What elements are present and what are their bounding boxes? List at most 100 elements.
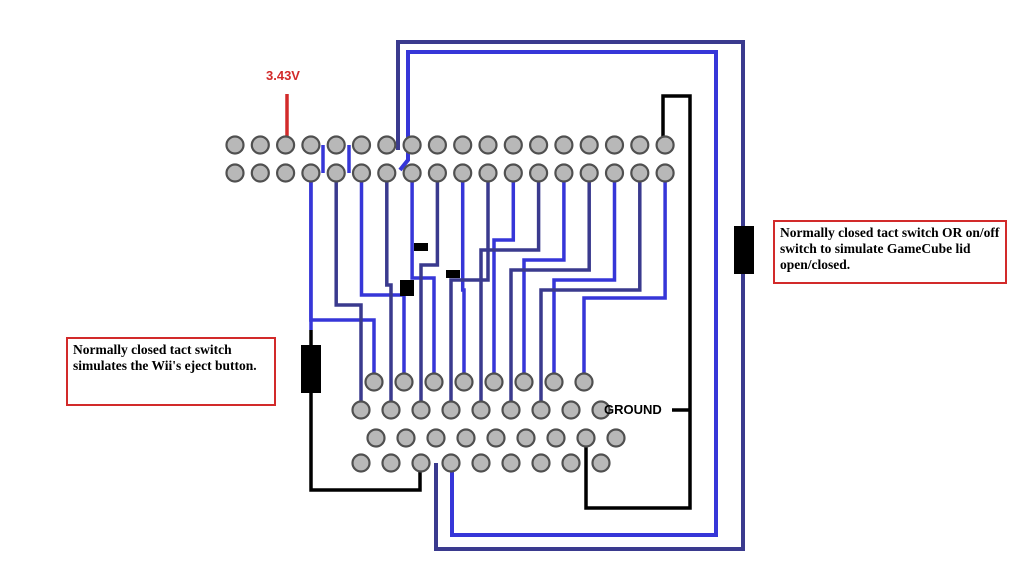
component-1: [414, 243, 428, 251]
fan-wire: [582, 173, 667, 382]
fan-wire: [552, 173, 617, 382]
outer-loop-wire: [396, 40, 745, 551]
eject-switch-callout: Normally closed tact switch simulates th…: [66, 337, 276, 406]
connector-pin: [546, 428, 566, 448]
connector-pin: [441, 453, 461, 473]
connector-pin: [576, 428, 596, 448]
header-pin: [478, 135, 498, 155]
connector-pin: [544, 372, 564, 392]
header-pin: [250, 163, 270, 183]
fan-wire: [309, 173, 376, 382]
component-3: [400, 280, 414, 296]
connector-pin: [394, 372, 414, 392]
connector-pin: [531, 453, 551, 473]
header-pin: [528, 135, 549, 155]
connector-pin: [514, 372, 534, 392]
header-pin: [528, 163, 549, 183]
fan-wire: [479, 173, 541, 410]
ground-wire: [584, 94, 692, 510]
connector-pin: [501, 453, 521, 473]
connector-pin: [501, 400, 521, 420]
connector-pin: [516, 428, 536, 448]
fan-wire: [449, 173, 490, 410]
header-pin: [554, 135, 574, 155]
connector-pin: [411, 400, 431, 420]
header-pin: [276, 163, 296, 183]
connector-pin: [351, 453, 371, 473]
fan-wire: [334, 173, 363, 410]
header-pin: [579, 163, 599, 183]
header-pin: [225, 135, 245, 155]
header-pin: [402, 135, 422, 155]
fan-wire: [539, 173, 642, 410]
fan-wire: [359, 173, 406, 382]
header-pin: [453, 163, 473, 183]
header-pin: [225, 163, 245, 183]
connector-pin: [561, 453, 581, 473]
pins: [225, 135, 675, 473]
eject-switch-wire: [309, 330, 422, 492]
header-pin: [630, 163, 650, 183]
lid-switch: [734, 226, 754, 274]
header-pin: [377, 135, 397, 155]
header-pin: [301, 163, 321, 183]
wires: [285, 40, 745, 551]
switches: [301, 226, 754, 393]
header-pin: [402, 163, 422, 183]
header-pin: [427, 163, 447, 183]
header-pin: [326, 163, 346, 183]
connector-pin: [484, 372, 504, 392]
header-pin: [630, 135, 650, 155]
connector-pin: [454, 372, 474, 392]
component-2: [446, 270, 460, 278]
header-pin: [351, 163, 372, 183]
header-pin: [301, 135, 321, 155]
lid-switch-callout: Normally closed tact switch OR on/off sw…: [773, 220, 1007, 284]
header-pin: [655, 135, 675, 155]
connector-pin: [381, 400, 401, 420]
eject-switch-callout-text: Normally closed tact switch simulates th…: [73, 342, 257, 373]
connector-pin: [606, 428, 626, 448]
header-pin: [604, 163, 625, 183]
header-pin: [250, 135, 270, 155]
ground-label: GROUND: [604, 402, 662, 417]
fan-wire: [460, 173, 466, 382]
connector-pin: [366, 428, 386, 448]
connector-pin: [441, 400, 461, 420]
header-pin: [351, 135, 372, 155]
voltage-label: 3.43V: [266, 68, 300, 83]
header-pin: [655, 163, 675, 183]
connector-pin: [471, 453, 491, 473]
fan-wire: [509, 173, 591, 410]
header-pin: [554, 163, 574, 183]
connector-pin: [456, 428, 476, 448]
header-pin: [579, 135, 599, 155]
connector-pin: [351, 400, 371, 420]
connector-pin: [426, 428, 446, 448]
connector-pin: [381, 453, 401, 473]
header-pin: [503, 135, 523, 155]
fan-wire: [419, 173, 440, 410]
header-pin: [377, 163, 397, 183]
fan-wire: [385, 173, 393, 410]
header-pin: [326, 135, 346, 155]
fan-wire: [492, 173, 516, 382]
connector-pin: [486, 428, 506, 448]
header-pin: [503, 163, 523, 183]
connector-pin: [574, 372, 594, 392]
header-pin: [478, 163, 498, 183]
header-pin: [427, 135, 447, 155]
inner-loop-wire: [398, 50, 718, 537]
connector-pin: [424, 372, 444, 392]
fan-wire: [522, 173, 566, 382]
header-pin: [604, 135, 625, 155]
connector-pin: [591, 453, 611, 473]
fan-wire: [410, 173, 436, 382]
connector-pin: [591, 400, 611, 420]
eject-switch: [301, 345, 321, 393]
connector-pin: [531, 400, 551, 420]
connector-pin: [396, 428, 416, 448]
lid-switch-callout-text: Normally closed tact switch OR on/off sw…: [780, 225, 1000, 272]
connector-pin: [364, 372, 384, 392]
